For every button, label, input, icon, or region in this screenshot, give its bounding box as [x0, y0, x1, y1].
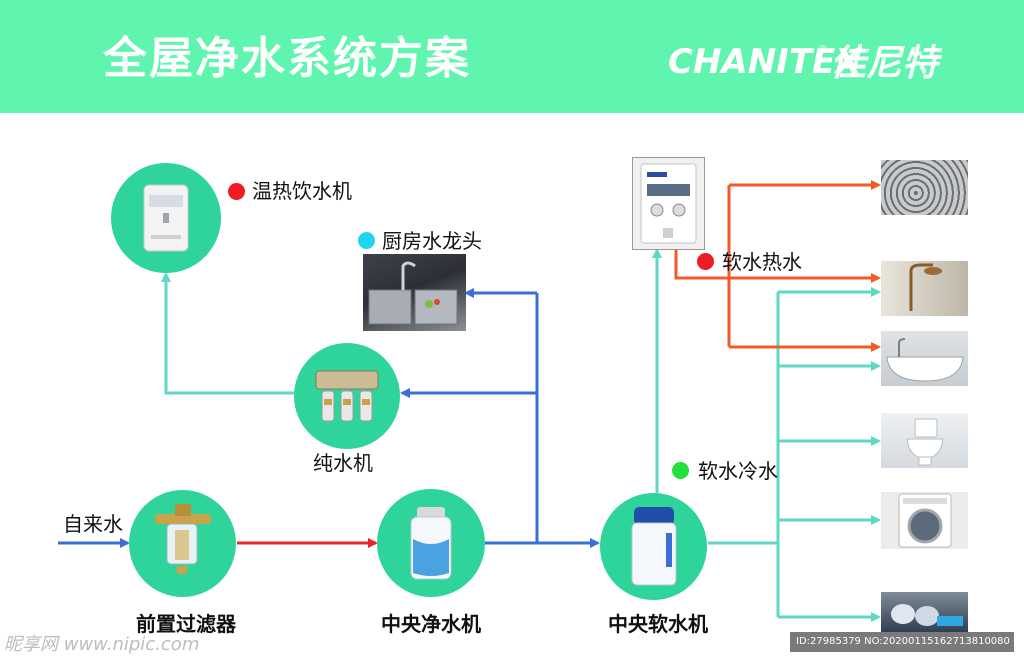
hot-main-line: [674, 250, 729, 280]
bathtub-icon: [886, 338, 964, 382]
dispenser-label: 温热饮水机: [252, 179, 352, 203]
toilet-icon: [906, 418, 944, 466]
toilet-photo: [881, 413, 968, 468]
soft-hot-water-label: 软水热水: [722, 250, 802, 274]
watermark-id: ID:27985379 NO:20200115162713810080: [790, 632, 1014, 652]
kitchen-sink-photo: [363, 254, 466, 331]
bathtub-photo: [881, 331, 968, 386]
central-purifier-icon: [410, 507, 452, 580]
soft-cold-water-label: 软水冷水: [698, 459, 778, 483]
washing-machine-icon: [898, 493, 952, 548]
floor-heating-photo: [881, 160, 968, 215]
brand-logo-en: CHANITEX: [668, 42, 862, 82]
brand-logo-cn: 佳尼特: [830, 43, 939, 84]
brand-registered-mark: ®: [818, 44, 828, 55]
dispenser-node: [111, 163, 221, 273]
page-title: 全屋净水系统方案: [103, 33, 471, 84]
kitchen-faucet-label: 厨房水龙头: [382, 229, 482, 253]
washing-machine-photo: [881, 492, 968, 549]
tap-water-label: 自来水: [63, 512, 123, 536]
central-softener-node: [600, 493, 707, 600]
water-heater-photo: [632, 157, 705, 250]
ro-purifier-icon: [315, 370, 379, 422]
faucet-cyan-dot: [358, 232, 375, 249]
hot-water-red-dot: [697, 253, 714, 270]
central-softener-icon: [631, 507, 677, 586]
shower-head-icon: [909, 263, 942, 311]
central-softener-label: 中央软水机: [608, 612, 708, 636]
cold-water-green-dot: [672, 462, 689, 479]
dispenser-red-dot: [228, 183, 245, 200]
watermark-site: 昵享网 www.nipic.com: [4, 634, 200, 655]
dishwasher-photo: [881, 592, 968, 632]
gas-water-heater-icon: [640, 163, 697, 244]
water-dispenser-icon: [143, 184, 189, 252]
prefilter-label: 前置过滤器: [136, 612, 236, 636]
central-purifier-label: 中央净水机: [381, 612, 481, 636]
ro-machine-label: 纯水机: [313, 451, 373, 475]
ro-machine-node: [294, 343, 400, 449]
header-bar: [0, 0, 1024, 113]
prefilter-node: [129, 490, 236, 597]
prefilter-icon: [155, 504, 211, 574]
shower-photo: [881, 261, 968, 316]
dishwasher-icon: [891, 604, 963, 626]
ro-to-dispenser-arrow: [161, 272, 294, 395]
central-purifier-node: [377, 489, 485, 597]
kitchen-faucet-icon: [368, 261, 458, 325]
